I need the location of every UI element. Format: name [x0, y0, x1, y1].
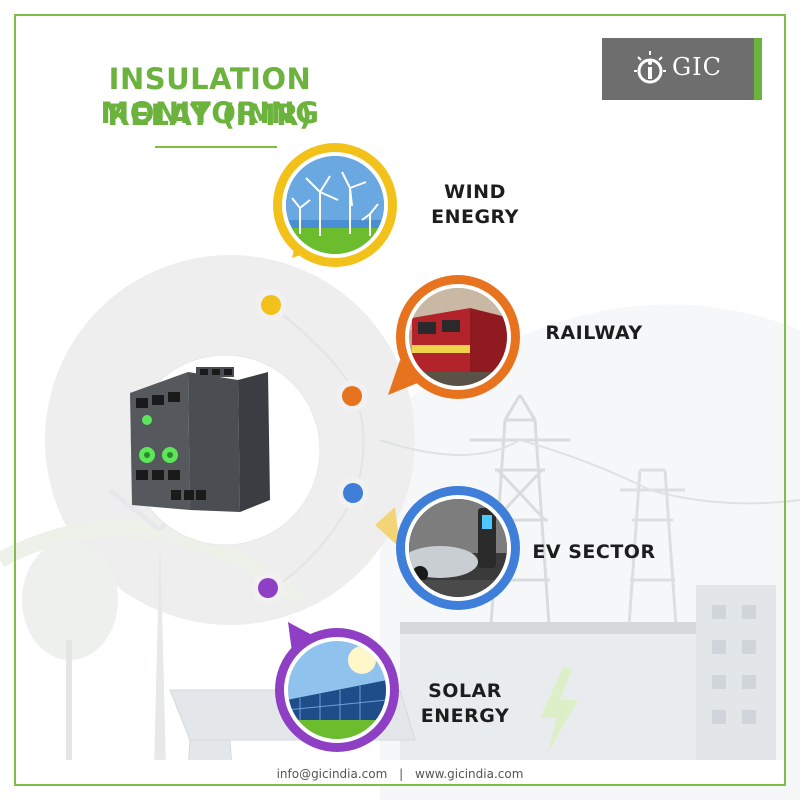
lightning-icon [540, 668, 578, 752]
page-title-line1: INSULATION MONITORING [100, 62, 320, 130]
solar-energy-label-line1: SOLAR [428, 680, 502, 702]
ev-sector-bubble [375, 486, 520, 610]
yellow-dot [261, 295, 281, 315]
gic-logo-icon [634, 51, 666, 84]
railway-bubble [388, 275, 520, 399]
solar-energy-label: SOLAR ENERGY [410, 679, 520, 729]
solar-energy-bubble [275, 622, 399, 752]
title-underline [155, 146, 277, 148]
train-icon [409, 288, 507, 386]
footer-website[interactable]: www.gicindia.com [415, 767, 524, 781]
solar-energy-label-line2: ENERGY [420, 705, 510, 727]
railway-label-line1: RAILWAY [545, 322, 643, 344]
wind-energy-label-line2: ENEGRY [431, 206, 519, 228]
logo-accent-bar [754, 38, 762, 100]
wind-energy-label: WIND ENEGRY [420, 180, 530, 230]
relay-device-icon [130, 367, 270, 512]
logo-text: GIC [672, 53, 723, 81]
wind-energy-bubble [273, 143, 397, 267]
gic-logo: GIC [602, 38, 762, 100]
ev-sector-label: EV SECTOR [526, 540, 662, 565]
railway-label: RAILWAY [538, 321, 650, 346]
page-frame [14, 14, 786, 786]
blue-dot [343, 483, 363, 503]
footer-contact: info@gicindia.com | www.gicindia.com [0, 767, 800, 781]
purple-dot [258, 578, 278, 598]
orange-dot [342, 386, 362, 406]
wind-turbine-icon [291, 171, 379, 236]
ev-sector-label-line1: EV SECTOR [532, 541, 656, 563]
page-title-line2: RELAY (IMR) [107, 98, 313, 132]
footer-separator: | [399, 767, 404, 781]
footer-email[interactable]: info@gicindia.com [276, 767, 388, 781]
wind-energy-label-line1: WIND [444, 181, 506, 203]
